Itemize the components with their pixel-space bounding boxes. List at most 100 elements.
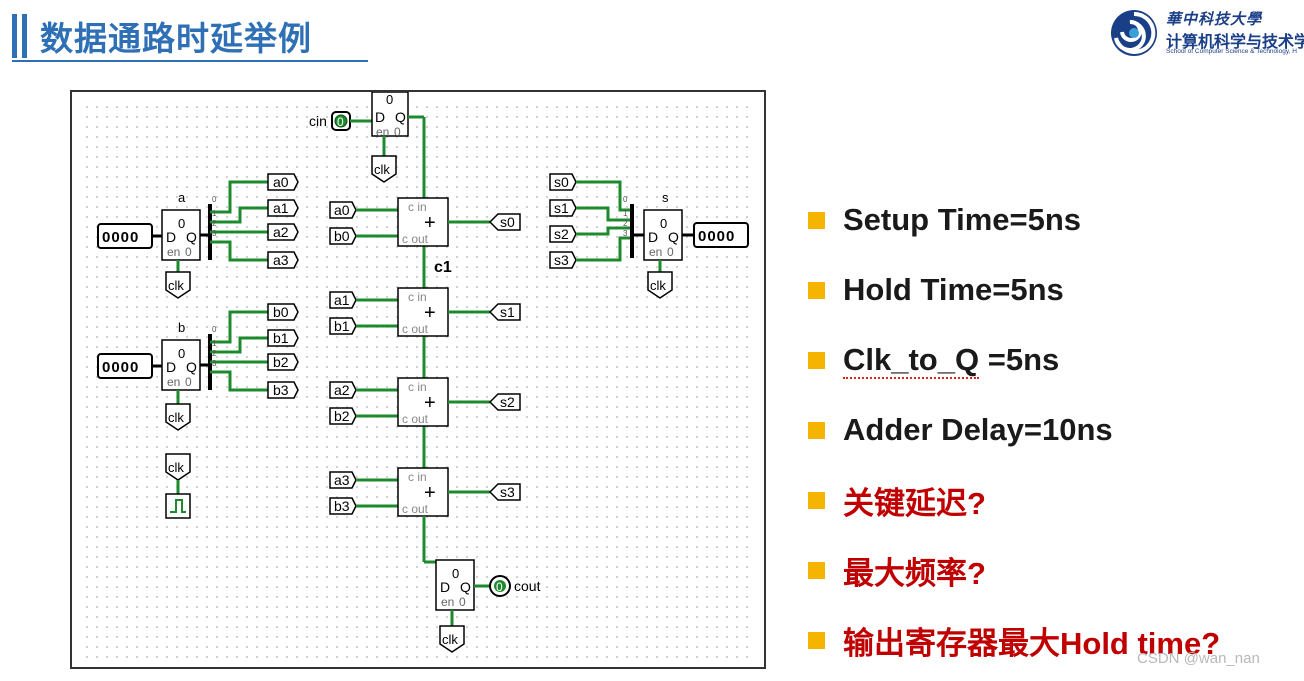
- svg-text:3: 3: [212, 229, 217, 238]
- bullet-critical-delay: 关键延迟?: [808, 476, 986, 524]
- svg-text:clk: clk: [168, 460, 184, 475]
- cin-flipflop: [371, 91, 409, 137]
- svg-text:Q: Q: [668, 229, 679, 245]
- svg-text:s3: s3: [554, 252, 569, 268]
- bullet-hold-time: Hold Time=5ns: [808, 266, 1064, 314]
- cout-led-icon: [494, 580, 506, 592]
- bullet-square-icon: [808, 211, 825, 229]
- bullet-square-icon: [808, 281, 825, 299]
- svg-text:b0: b0: [273, 304, 289, 320]
- svg-text:D: D: [648, 229, 658, 245]
- title-accent-bar: [22, 14, 27, 58]
- bullet-square-icon: [808, 351, 825, 369]
- svg-text:b1: b1: [334, 318, 350, 334]
- svg-text:0000: 0000: [102, 359, 139, 376]
- svg-text:s0: s0: [554, 174, 569, 190]
- title-bar: 数据通路时延举例: [12, 8, 368, 62]
- register-s: s s0 s1 s2 s3 0 1 2 3 0 D Q en 0: [549, 173, 749, 299]
- svg-text:0: 0: [459, 595, 466, 609]
- logo-line2: 计算机科学与技术学: [1166, 32, 1304, 51]
- svg-text:1: 1: [623, 209, 628, 218]
- svg-text:2: 2: [212, 219, 217, 228]
- svg-text:b2: b2: [273, 354, 289, 370]
- svg-text:b3: b3: [334, 498, 350, 514]
- svg-text:s2: s2: [500, 394, 515, 410]
- svg-text:0: 0: [178, 346, 185, 361]
- adder-1: [397, 287, 449, 337]
- svg-text:c in: c in: [408, 470, 427, 484]
- svg-text:3: 3: [212, 359, 217, 368]
- svg-text:0: 0: [212, 325, 217, 334]
- logo-line3: School of Computer Science & Technology,…: [1166, 48, 1297, 55]
- bullet-text: 最大频率?: [843, 555, 986, 591]
- svg-text:Q: Q: [395, 109, 406, 125]
- svg-text:clk: clk: [650, 278, 666, 293]
- bullet-text: Hold Time=5ns: [843, 272, 1064, 307]
- svg-text:clk: clk: [168, 410, 184, 425]
- bullet-max-hold-time: 输出寄存器最大Hold time?: [808, 616, 1220, 664]
- svg-text:3: 3: [623, 229, 628, 238]
- svg-text:D: D: [375, 109, 385, 125]
- svg-text:Q: Q: [186, 359, 197, 375]
- svg-text:0000: 0000: [698, 228, 735, 245]
- svg-text:+: +: [424, 212, 436, 234]
- svg-text:c out: c out: [402, 412, 429, 426]
- svg-text:a1: a1: [273, 200, 289, 216]
- svg-text:s0: s0: [500, 214, 515, 230]
- svg-text:b1: b1: [273, 330, 289, 346]
- svg-text:+: +: [424, 302, 436, 324]
- svg-text:s: s: [662, 190, 669, 205]
- svg-text:0: 0: [212, 195, 217, 204]
- svg-text:0: 0: [660, 216, 667, 231]
- svg-text:0: 0: [667, 245, 674, 259]
- svg-text:c out: c out: [402, 502, 429, 516]
- svg-text:c in: c in: [408, 380, 427, 394]
- svg-text:0: 0: [337, 115, 344, 129]
- clk-to-q-value: =5ns: [979, 342, 1060, 377]
- svg-text:a0: a0: [273, 174, 289, 190]
- svg-text:0: 0: [394, 125, 401, 139]
- cin-register: cin 0 0 D Q en 0 clk: [309, 91, 426, 198]
- title-accent-bar: [12, 14, 17, 58]
- svg-text:0: 0: [452, 566, 459, 581]
- svg-text:+: +: [424, 482, 436, 504]
- svg-text:a3: a3: [273, 252, 289, 268]
- bullet-setup-time: Setup Time=5ns: [808, 196, 1081, 244]
- bullet-square-icon: [808, 561, 825, 579]
- watermark: CSDN @wan_nan: [1137, 650, 1260, 667]
- svg-text:b3: b3: [273, 382, 289, 398]
- svg-text:en: en: [649, 245, 662, 259]
- svg-text:+: +: [424, 392, 436, 414]
- svg-text:c out: c out: [402, 322, 429, 336]
- cin-label: cin: [309, 113, 327, 129]
- svg-text:s2: s2: [554, 226, 569, 242]
- logo-line1: 華中科技大學: [1166, 10, 1263, 28]
- svg-text:a3: a3: [334, 472, 350, 488]
- svg-text:clk: clk: [168, 278, 184, 293]
- svg-text:a2: a2: [334, 382, 350, 398]
- circuit-svg: cin 0 0 D Q en 0 clk a 0000 0 D Q: [80, 91, 749, 658]
- svg-text:c out: c out: [402, 232, 429, 246]
- svg-text:en: en: [167, 245, 180, 259]
- svg-text:b: b: [178, 320, 185, 335]
- adder-chain: c1 a0 b0 c in + c out s0 a1 b1 c in +: [329, 197, 521, 564]
- bullet-text: 关键延迟?: [843, 485, 986, 521]
- svg-text:1: 1: [212, 209, 217, 218]
- svg-text:clk: clk: [442, 632, 458, 647]
- svg-text:0: 0: [178, 216, 185, 231]
- svg-text:Q: Q: [186, 229, 197, 245]
- bullet-square-icon: [808, 491, 825, 509]
- svg-text:a1: a1: [334, 292, 350, 308]
- logo-emblem-icon: [1111, 10, 1157, 56]
- svg-text:c in: c in: [408, 290, 427, 304]
- svg-text:b2: b2: [334, 408, 350, 424]
- bullet-square-icon: [808, 421, 825, 439]
- bullet-text: 输出寄存器最大Hold time?: [843, 625, 1221, 661]
- svg-text:s1: s1: [554, 200, 569, 216]
- cin-led-icon: [334, 114, 348, 128]
- svg-text:2: 2: [623, 219, 628, 228]
- reg-b-flipflop: [161, 339, 201, 391]
- svg-text:0: 0: [185, 245, 192, 259]
- svg-text:0: 0: [386, 92, 393, 107]
- svg-text:b0: b0: [334, 228, 350, 244]
